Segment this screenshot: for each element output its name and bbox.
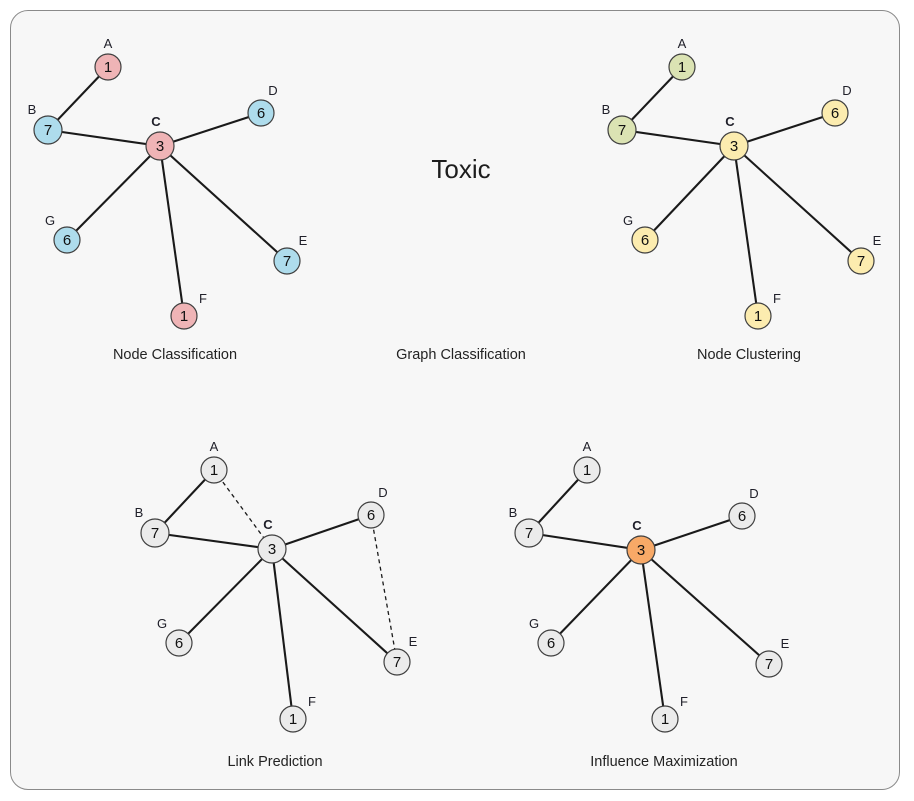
caption-node-clustering: Node Clustering (697, 347, 801, 363)
caption-graph-classification: Graph Classification (396, 347, 526, 363)
caption-link-prediction: Link Prediction (227, 754, 323, 770)
center-title: Toxic (431, 154, 491, 184)
caption-influence-maximization: Influence Maximization (590, 754, 738, 770)
rounded-panel-frame (10, 10, 900, 790)
caption-node-classification: Node Classification (112, 347, 238, 363)
